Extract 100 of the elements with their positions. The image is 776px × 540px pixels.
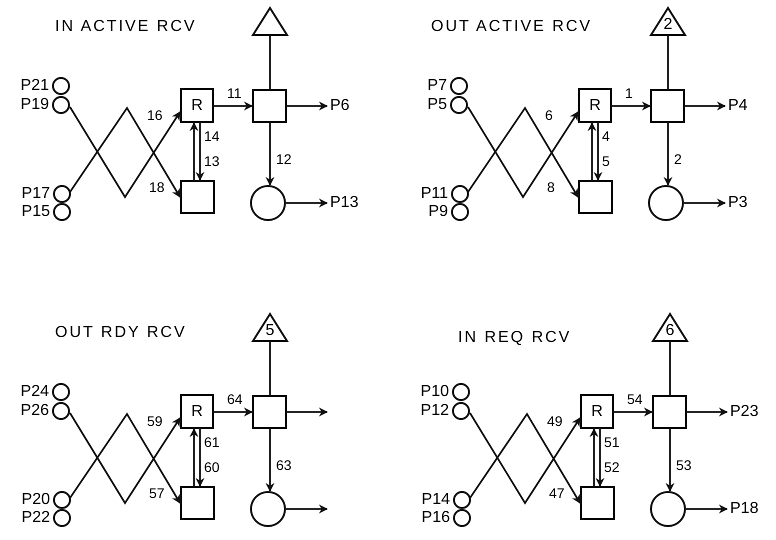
- edge-label: 12: [275, 152, 293, 167]
- edge-label: 57: [148, 486, 166, 501]
- arrow: [596, 429, 604, 487]
- port-label: P6: [330, 97, 350, 115]
- port-label: P23: [730, 403, 758, 421]
- edge-label: 52: [603, 460, 621, 475]
- port-label: P18: [730, 500, 758, 518]
- port-label: P5: [426, 96, 447, 114]
- arrow: [196, 123, 204, 181]
- edge-label: 11: [226, 86, 243, 101]
- circle-node: [452, 402, 470, 420]
- panel-title: OUT ACTIVE RCV: [431, 17, 592, 37]
- edge-label: 1: [624, 86, 634, 101]
- connector-line: [269, 36, 271, 89]
- circle-node: [452, 383, 470, 401]
- circle-node: [648, 185, 684, 221]
- edge-label: 64: [226, 392, 244, 407]
- arrow: [687, 408, 728, 416]
- circle-node: [650, 491, 686, 527]
- edge-label: 63: [275, 458, 293, 473]
- port-label: P20: [20, 491, 50, 509]
- circle-node: [453, 491, 471, 509]
- square-box: R: [578, 88, 612, 123]
- arrow: [588, 122, 596, 180]
- circle-node: [451, 185, 469, 203]
- port-label: P24: [20, 383, 49, 401]
- arrow: [287, 102, 328, 110]
- edge-label: 6: [544, 108, 554, 123]
- port-label: P16: [420, 509, 450, 527]
- panel-title: IN ACTIVE RCV: [55, 17, 197, 37]
- port-label: P9: [427, 203, 448, 221]
- edge-label: 51: [603, 435, 621, 450]
- arrow: [664, 123, 672, 186]
- triangle-node: 2: [650, 7, 686, 36]
- edge-label: 60: [203, 460, 221, 475]
- circle-node: [250, 185, 286, 221]
- edge-label: 54: [626, 392, 644, 407]
- circle-node: [53, 203, 71, 221]
- circle-node: [52, 402, 70, 420]
- port-label: P22: [20, 509, 50, 527]
- circle-node: [53, 185, 71, 203]
- arrow: [612, 102, 651, 110]
- triangle-node: [252, 7, 288, 36]
- square-box: [180, 180, 215, 214]
- arrow: [190, 428, 198, 486]
- connector-line: [269, 342, 271, 395]
- square-box: R: [580, 394, 614, 429]
- panel-title: IN REQ RCV: [458, 328, 572, 348]
- port-label: P7: [426, 77, 447, 95]
- edge-label: 16: [146, 108, 164, 123]
- arrow: [266, 429, 274, 492]
- square-box: [652, 395, 687, 429]
- circle-node: [451, 203, 469, 221]
- edge-label: 8: [546, 180, 556, 195]
- square-box: [252, 395, 287, 429]
- arrow: [214, 408, 253, 416]
- edge-label: 47: [548, 486, 566, 501]
- square-box: R: [180, 394, 214, 429]
- square-box: R: [180, 88, 214, 123]
- arrow: [614, 408, 653, 416]
- edge-label: 4: [601, 129, 611, 144]
- circle-node: [450, 77, 468, 95]
- arrow: [286, 198, 328, 208]
- circle-node: [52, 96, 70, 114]
- port-label: P21: [20, 77, 49, 95]
- port-label: P14: [420, 491, 450, 509]
- port-label: P13: [330, 194, 358, 212]
- port-label: P19: [20, 96, 49, 114]
- edge-label: 2: [673, 152, 683, 167]
- port-label: P11: [420, 185, 448, 203]
- arrow: [686, 504, 728, 514]
- arrow: [287, 408, 328, 416]
- port-label: P12: [420, 402, 449, 420]
- connector-line: [667, 36, 669, 89]
- square-box: [578, 180, 613, 214]
- edge-label: 13: [203, 154, 221, 169]
- circle-node: [250, 491, 286, 527]
- edge-label: 53: [675, 458, 693, 473]
- panel-title: OUT RDY RCV: [55, 323, 187, 343]
- square-box: [252, 89, 287, 123]
- port-label: P26: [20, 402, 49, 420]
- port-label: P4: [728, 97, 748, 115]
- arrow: [666, 429, 674, 492]
- arrow: [684, 198, 726, 208]
- circle-node: [53, 491, 71, 509]
- triangle-node: 5: [252, 313, 288, 342]
- port-label: P10: [420, 383, 449, 401]
- arrow: [590, 428, 598, 486]
- circle-node: [453, 509, 471, 527]
- edge-label: 59: [146, 414, 164, 429]
- edge-label: 14: [203, 129, 221, 144]
- triangle-node: 6: [652, 313, 688, 342]
- edge-label: 18: [148, 180, 166, 195]
- arrow: [594, 123, 602, 181]
- port-label: P15: [20, 203, 50, 221]
- edge-label: 49: [546, 414, 564, 429]
- port-label: P17: [20, 185, 50, 203]
- connector-line: [669, 342, 671, 395]
- arrow: [685, 102, 726, 110]
- square-box: [650, 89, 685, 123]
